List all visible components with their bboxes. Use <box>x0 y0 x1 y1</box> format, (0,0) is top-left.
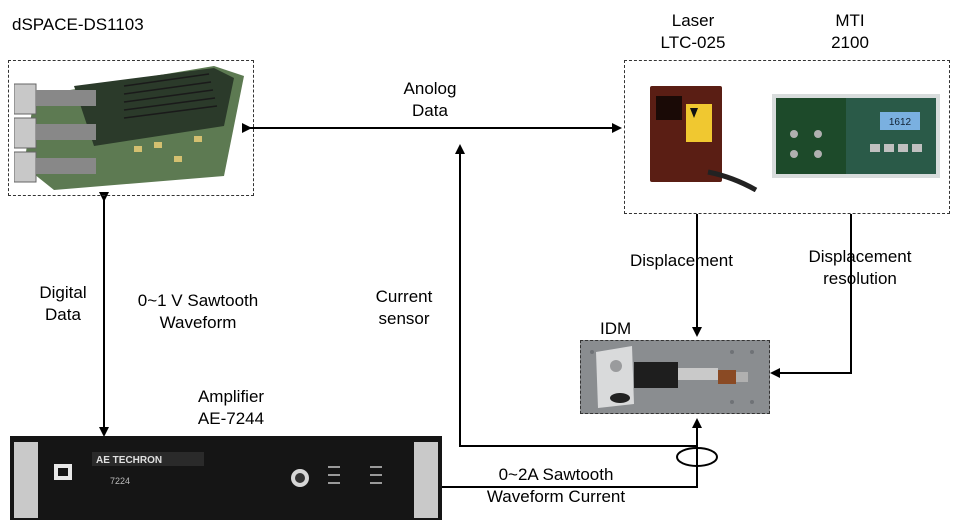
laser-sensor-image <box>650 86 758 192</box>
displacement-resolution-label: Displacement resolution <box>808 247 912 288</box>
digital-data-label: Digital Data <box>39 283 87 324</box>
idm-device-image <box>590 346 754 408</box>
displacement-resolution-wire <box>770 214 852 378</box>
laser-label: Laser LTC-025 <box>660 11 726 52</box>
dspace-box <box>8 60 254 196</box>
analog-data-label: Anolog Data <box>403 79 457 120</box>
amplifier-brand: AE TECHRON <box>96 455 162 466</box>
mti-label: MTI 2100 <box>831 11 869 52</box>
dspace-board-image <box>14 66 244 190</box>
current-sensor-loop <box>676 447 718 467</box>
sawtooth-voltage-label: 0~1 V Sawtooth Waveform <box>137 291 259 332</box>
sensor-box <box>624 60 950 214</box>
sawtooth-current-label: 0~2A Sawtooth Waveform Current <box>486 465 626 506</box>
sawtooth-current-wire <box>440 464 698 488</box>
mti-controller-image: 1612 <box>772 94 940 178</box>
amplifier-model: 7224 <box>110 476 130 486</box>
amplifier-label: Amplifier AE-7244 <box>197 387 265 428</box>
dspace-label: dSPACE-DS1103 <box>12 15 144 34</box>
current-sensor-label: Current sensor <box>375 287 433 328</box>
mti-display: 1612 <box>889 117 912 128</box>
displacement-label: Displacement <box>630 251 733 270</box>
idm-label: IDM <box>600 319 632 338</box>
amplifier-image: AE TECHRON 7224 <box>10 436 442 520</box>
